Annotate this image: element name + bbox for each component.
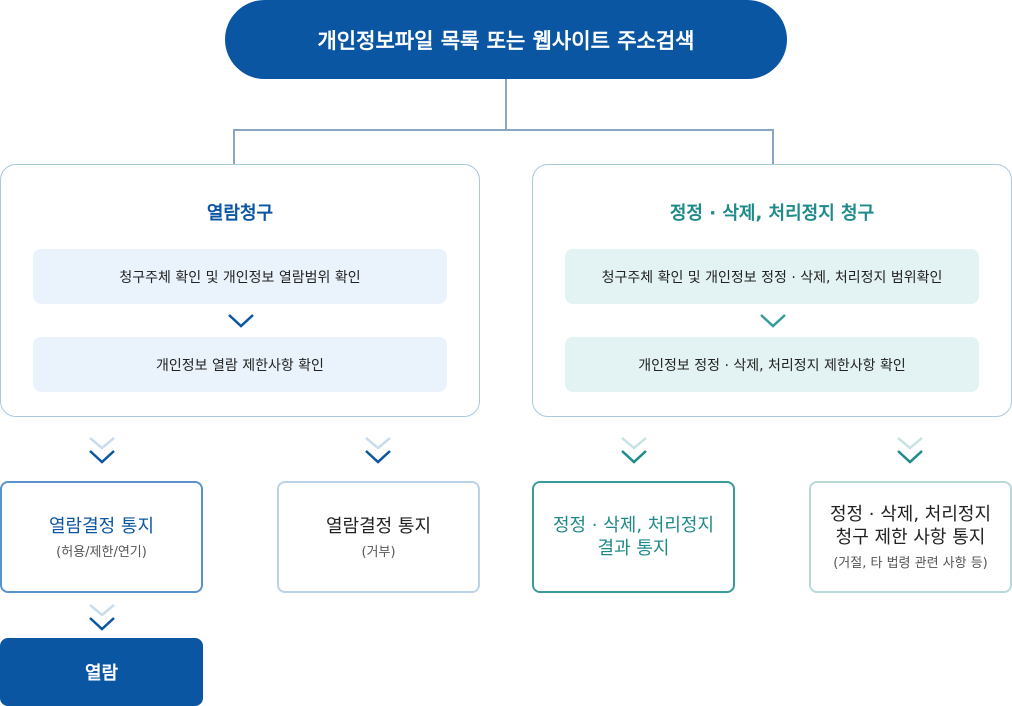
- outcome-note: (거부): [361, 544, 396, 560]
- chevron-down-icon: [228, 314, 254, 328]
- access-step-verify: 청구주체 확인 및 개인정보 열람범위 확인: [33, 249, 447, 304]
- start-node-label: 개인정보파일 목록 또는 웹사이트 주소검색: [317, 28, 695, 53]
- correction-step-verify-label: 청구주체 확인 및 개인정보 정정 · 삭제, 처리정지 범위확인: [601, 269, 943, 286]
- connector-left-drop: [233, 129, 235, 165]
- access-step-restriction: 개인정보 열람 제한사항 확인: [33, 337, 447, 392]
- access-step-verify-label: 청구주체 확인 및 개인정보 열람범위 확인: [119, 269, 361, 286]
- final-access-node: 열람: [0, 638, 203, 706]
- double-chevron-down-icon: [365, 437, 391, 464]
- outcome-title-line2: 청구 제한 사항 통지: [835, 527, 986, 548]
- double-chevron-down-icon: [89, 604, 115, 631]
- final-access-label: 열람: [84, 663, 119, 684]
- outcome-correction-result: 정정 · 삭제, 처리정지 결과 통지: [532, 481, 735, 593]
- double-chevron-down-icon: [621, 437, 647, 464]
- correction-step-restriction: 개인정보 정정 · 삭제, 처리정지 제한사항 확인: [565, 337, 979, 392]
- connector-horizontal: [233, 129, 774, 131]
- access-step-restriction-label: 개인정보 열람 제한사항 확인: [156, 357, 324, 374]
- double-chevron-down-icon: [897, 437, 923, 464]
- connector-vertical: [505, 79, 507, 130]
- connector-right-drop: [772, 129, 774, 165]
- outcome-title-line2: 결과 통지: [597, 538, 670, 559]
- outcome-access-denied: 열람결정 통지 (거부): [277, 481, 480, 593]
- outcome-title: 열람결정 통지: [325, 515, 432, 537]
- chevron-down-icon: [760, 314, 786, 328]
- outcome-note: (허용/제한/연기): [56, 544, 147, 560]
- outcome-title: 정정 · 삭제, 처리정지: [829, 504, 992, 525]
- correction-request-panel: 정정 · 삭제, 처리정지 청구 청구주체 확인 및 개인정보 정정 · 삭제,…: [532, 164, 1012, 417]
- access-request-panel: 열람청구 청구주체 확인 및 개인정보 열람범위 확인 개인정보 열람 제한사항…: [0, 164, 480, 417]
- outcome-title: 정정 · 삭제, 처리정지: [552, 515, 715, 536]
- correction-step-verify: 청구주체 확인 및 개인정보 정정 · 삭제, 처리정지 범위확인: [565, 249, 979, 304]
- correction-request-title: 정정 · 삭제, 처리정지 청구: [669, 203, 875, 224]
- outcome-correction-restricted: 정정 · 삭제, 처리정지 청구 제한 사항 통지 (거절, 타 법령 관련 사…: [809, 481, 1012, 593]
- correction-step-restriction-label: 개인정보 정정 · 삭제, 처리정지 제한사항 확인: [638, 357, 906, 374]
- double-chevron-down-icon: [89, 437, 115, 464]
- access-request-title: 열람청구: [206, 203, 274, 224]
- outcome-access-granted: 열람결정 통지 (허용/제한/연기): [0, 481, 203, 593]
- outcome-title: 열람결정 통지: [48, 515, 155, 537]
- outcome-note: (거절, 타 법령 관련 사항 등): [833, 556, 988, 571]
- start-node: 개인정보파일 목록 또는 웹사이트 주소검색: [225, 0, 787, 79]
